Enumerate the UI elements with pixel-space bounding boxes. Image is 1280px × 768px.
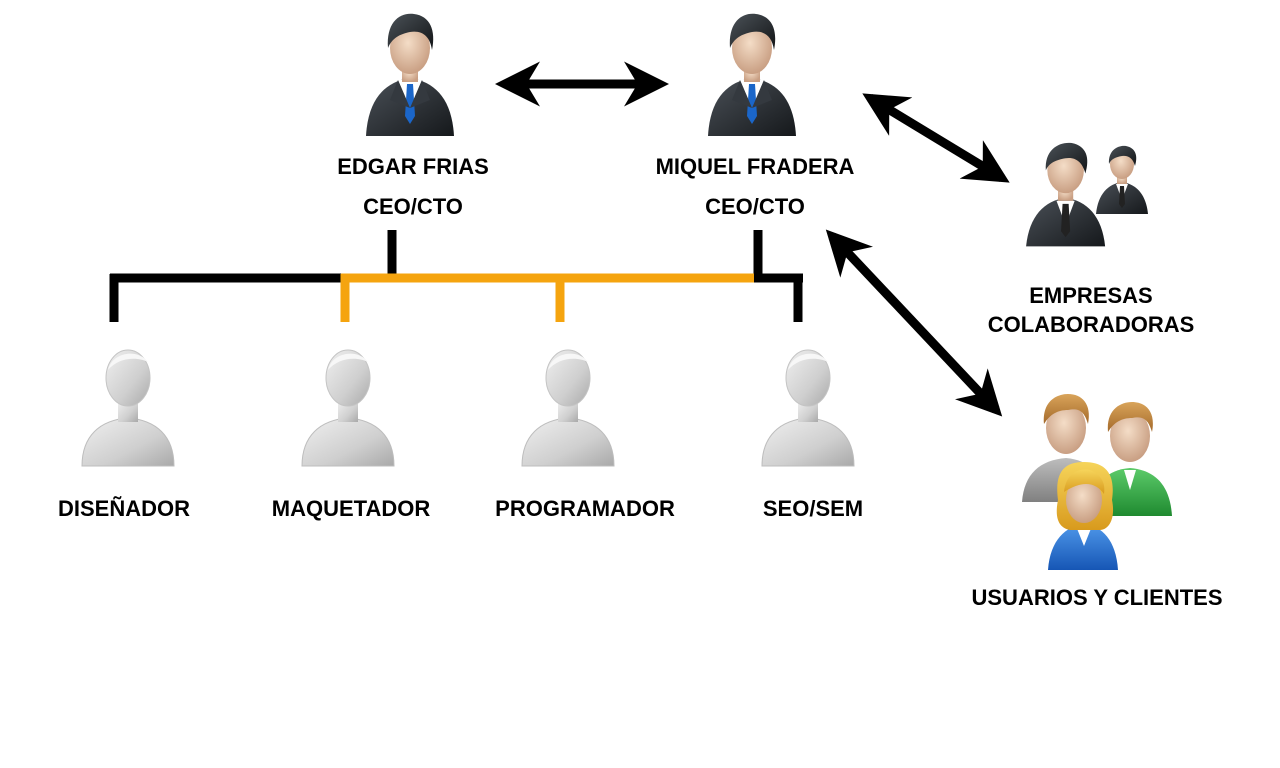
clients-link-arrow <box>825 229 1003 417</box>
connector-lines-black <box>109 230 803 322</box>
team-label-disenador: DISEÑADOR <box>57 496 191 521</box>
partners-label-line1: EMPRESAS <box>1029 283 1153 308</box>
team-label-programador: PROGRAMADOR <box>495 496 675 521</box>
executive-role-edgar: CEO/CTO <box>363 194 463 219</box>
partners-link-arrow <box>862 93 1010 183</box>
clients-label: USUARIOS Y CLIENTES <box>971 585 1223 610</box>
businessman-icon <box>708 13 796 136</box>
connector-lines-orange <box>340 273 754 322</box>
user-silhouette-icon <box>761 349 855 467</box>
executive-role-miquel: CEO/CTO <box>705 194 805 219</box>
executive-name-edgar: EDGAR FRIAS <box>337 154 489 179</box>
executive-name-miquel: MIQUEL FRADERA <box>655 154 855 179</box>
business-group-icon <box>1026 142 1148 247</box>
user-silhouette-icon <box>81 349 175 467</box>
partners-label-line2: COLABORADORAS <box>987 312 1195 337</box>
user-silhouette-icon <box>301 349 395 467</box>
team-label-maquetador: MAQUETADOR <box>271 496 431 521</box>
user-silhouette-icon <box>521 349 615 467</box>
businessman-icon <box>366 13 454 136</box>
people-group-icon <box>1022 394 1172 570</box>
team-label-seo-sem: SEO/SEM <box>762 496 864 521</box>
